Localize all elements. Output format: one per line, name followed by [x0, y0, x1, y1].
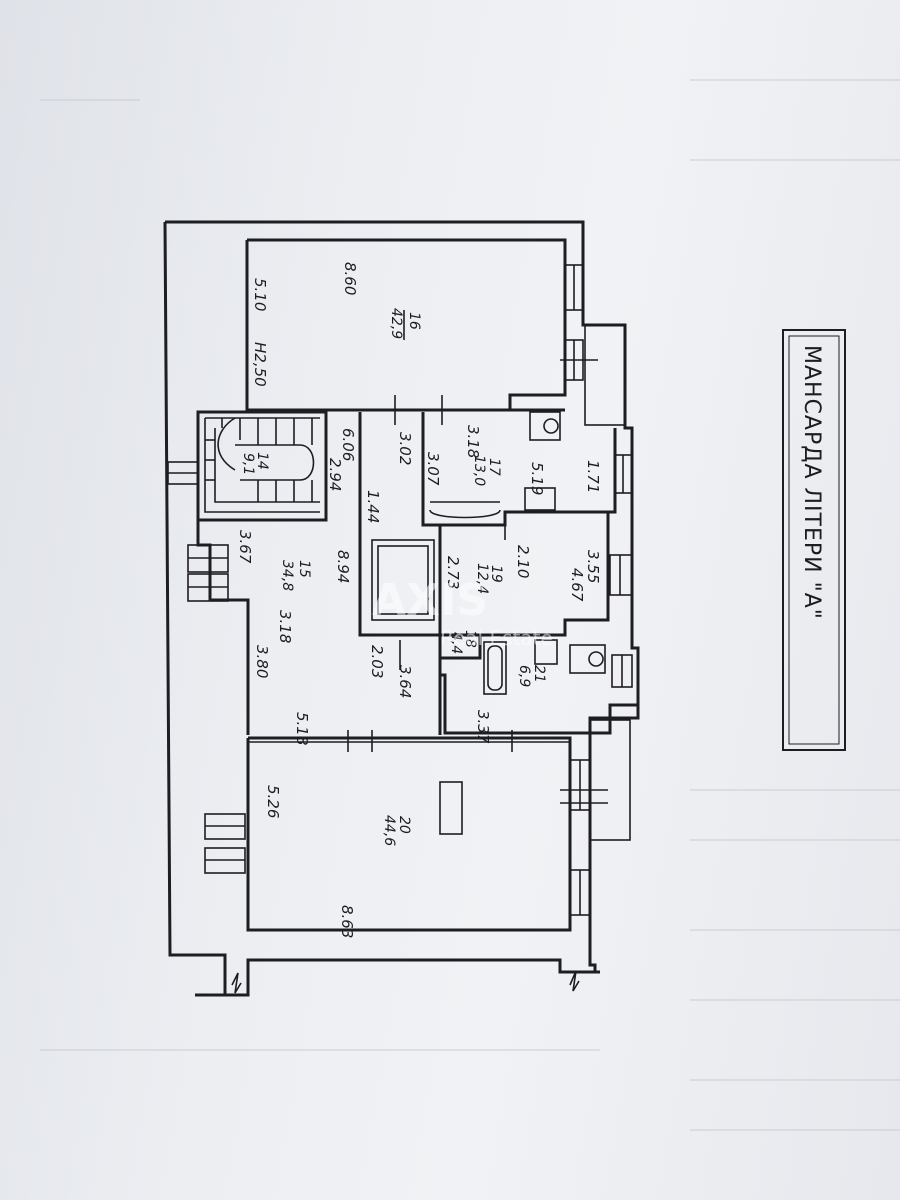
room-16-area: 42,9: [388, 308, 404, 339]
room-17-number: 17: [486, 458, 502, 476]
floor-label: МАНСАРДА ЛІТЕРИ "А": [799, 345, 824, 620]
dim-c9: 3.67: [236, 530, 254, 564]
background-form-lines: [40, 79, 900, 1131]
dim-c8: 1.71: [584, 460, 602, 493]
dim-c14: 4.67: [568, 568, 586, 602]
room-15-number: 15: [296, 560, 312, 578]
dim-height: H2,50: [251, 342, 269, 387]
dim-c11: 3.18: [276, 610, 294, 643]
room-labels: 16 42,9 14 9,1 17 13,0 15 34,8 19 12,4 1…: [240, 308, 547, 846]
room-17: [421, 395, 633, 527]
dim-c12: 2.10: [514, 545, 532, 578]
watermark-sub: Real Estate: [440, 626, 553, 650]
dim-c3: 2.94: [326, 458, 344, 491]
watermark: AXIS Real Estate: [372, 575, 553, 650]
room-16: [245, 238, 584, 425]
dimension-labels: 8.60 5.10 H2,50 6.06 3.02 2.94 1.44 3.07…: [236, 262, 602, 938]
room-18-area: 4,4: [448, 632, 464, 654]
dim-c22: 8.63: [338, 905, 356, 938]
room-16-number: 16: [406, 312, 422, 330]
dim-c5: 3.07: [424, 452, 442, 486]
dim-c19: 5.18: [293, 712, 311, 745]
room-20: [204, 719, 631, 932]
dim-c1: 6.06: [339, 428, 357, 461]
room-14-area: 9,1: [240, 453, 256, 475]
dim-r16-wid: 5.10: [251, 278, 269, 311]
title-box: МАНСАРДА ЛІТЕРИ "А": [782, 329, 846, 751]
room-15-area: 34,8: [279, 560, 295, 591]
room-14-number: 14: [254, 452, 270, 470]
room-20-area: 44,6: [381, 815, 397, 846]
dim-c2: 3.02: [396, 432, 414, 465]
dim-c13: 2.73: [444, 556, 462, 589]
dim-c17: 3.64: [396, 665, 414, 698]
dim-c6: 3.18: [464, 425, 482, 458]
dim-c16: 2.03: [368, 645, 386, 678]
dim-c21: 5.26: [264, 785, 282, 818]
room-18-number: 18: [462, 630, 478, 648]
dim-c10: 8.94: [334, 550, 352, 583]
dim-c4: 1.44: [364, 490, 382, 523]
room-14-staircase: [167, 410, 328, 522]
room-17-area: 13,0: [471, 455, 487, 486]
room-21-area: 6,9: [516, 665, 532, 687]
watermark-main: AXIS: [372, 575, 488, 626]
dim-r16-len: 8.60: [341, 262, 359, 295]
room-20-number: 20: [396, 816, 412, 834]
dim-c18: 3.80: [253, 645, 271, 678]
room-19-area: 12,4: [474, 563, 490, 594]
room-21-number: 21: [531, 665, 547, 683]
room-19-number: 19: [488, 565, 504, 583]
dim-c7: 5.19: [528, 462, 546, 495]
dim-c15: 3.55: [584, 550, 602, 583]
room-19: [438, 512, 633, 637]
rooms-18-21: [438, 635, 638, 735]
dim-c20: 3.37: [474, 710, 492, 744]
room-15: [187, 412, 442, 735]
annex: [560, 324, 626, 804]
